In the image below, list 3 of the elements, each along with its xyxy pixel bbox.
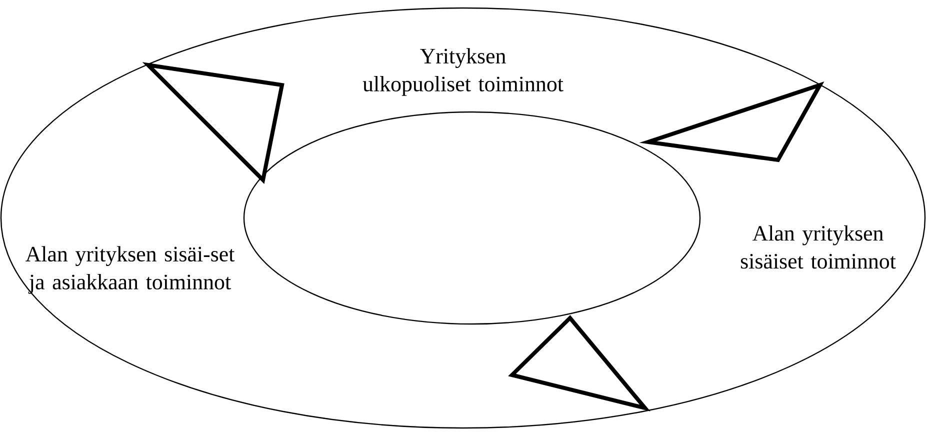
inner-ellipse [243, 111, 701, 325]
outer-ellipse [0, 7, 926, 429]
region-label: Alan yrityksen sisäiset toiminnot [740, 225, 896, 269]
